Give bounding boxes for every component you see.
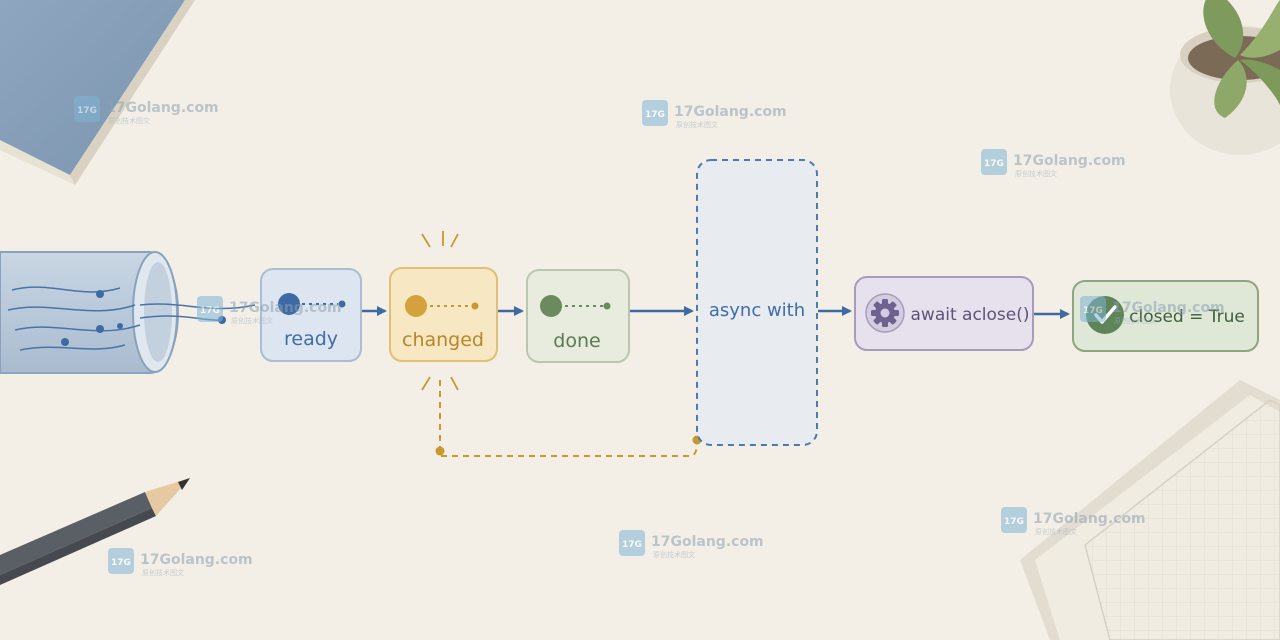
node-ready-label: ready [284,328,338,350]
loop-back-path [435,380,702,457]
watermark-logo-icon [197,296,223,322]
watermark-logo-icon [619,530,645,556]
flow-arrows [362,306,1070,319]
node-async-with: async with [696,159,818,446]
svg-text:原创技术图文: 原创技术图文 [142,568,184,577]
svg-text:17Golang.com: 17Golang.com [229,300,342,316]
watermark: 17G 17Golang.com 原创技术图文 [74,96,219,125]
watermark: 17G 17Golang.com 原创技术图文 [642,100,787,129]
stream-pipe [0,251,256,374]
node-closed: closed = True [1072,280,1259,352]
watermark: 17G 17Golang.com 原创技术图文 [619,530,764,559]
svg-text:原创技术图文: 原创技术图文 [1015,169,1057,178]
svg-text:17G: 17G [1004,517,1024,527]
svg-text:17G: 17G [622,540,642,550]
node-await-aclose-label: await aclose() [911,305,1030,325]
node-changed-label: changed [402,329,484,351]
svg-text:17Golang.com: 17Golang.com [674,104,787,120]
svg-text:17G: 17G [111,558,131,568]
node-closed-label: closed = True [1129,307,1245,327]
highlight-rays [421,231,459,391]
svg-text:17Golang.com: 17Golang.com [1112,300,1225,316]
svg-text:17Golang.com: 17Golang.com [1033,511,1146,527]
node-done: done [526,269,630,363]
watermark-logo-icon [1001,507,1027,533]
svg-text:17G: 17G [77,106,97,116]
svg-text:17Golang.com: 17Golang.com [1013,153,1126,169]
watermark: 17G 17Golang.com 原创技术图文 [197,296,342,325]
watermark: 17G 17Golang.com 原创技术图文 [1001,507,1146,536]
watermark: 17G 17Golang.com 原创技术图文 [108,548,253,577]
svg-text:原创技术图文: 原创技术图文 [1114,316,1156,325]
svg-text:17G: 17G [984,159,1004,169]
watermark-logo-icon [74,96,100,122]
watermark-logo-icon [108,548,134,574]
svg-text:原创技术图文: 原创技术图文 [676,120,718,129]
watermark: 17G 17Golang.com 原创技术图文 [981,149,1126,178]
svg-text:17Golang.com: 17Golang.com [140,552,253,568]
svg-text:17G: 17G [200,306,220,316]
node-async-with-label: async with [709,300,805,321]
watermarks: 17G 17Golang.com 原创技术图文 17G 17Golang.com… [74,96,1225,577]
svg-text:原创技术图文: 原创技术图文 [1035,527,1077,536]
watermark: 17G 17Golang.com 原创技术图文 [1080,296,1225,325]
svg-text:17Golang.com: 17Golang.com [651,534,764,550]
svg-text:17Golang.com: 17Golang.com [106,100,219,116]
node-ready: ready [260,268,362,362]
svg-text:原创技术图文: 原创技术图文 [231,316,273,325]
notebook-decoration [0,0,195,185]
gear-icon [865,293,905,333]
watermark-logo-icon [642,100,668,126]
watermark-logo-icon [981,149,1007,175]
plant-decoration [1170,0,1280,155]
svg-text:17G: 17G [645,110,665,120]
node-await-aclose: await aclose() [854,276,1034,351]
node-done-label: done [553,330,600,352]
watermark-logo-icon [1080,296,1106,322]
pencil-decoration [0,478,190,585]
notepad-decoration [1020,380,1280,640]
node-changed: changed [389,231,498,391]
svg-text:17G: 17G [1083,306,1103,316]
svg-text:原创技术图文: 原创技术图文 [653,550,695,559]
svg-text:原创技术图文: 原创技术图文 [108,116,150,125]
